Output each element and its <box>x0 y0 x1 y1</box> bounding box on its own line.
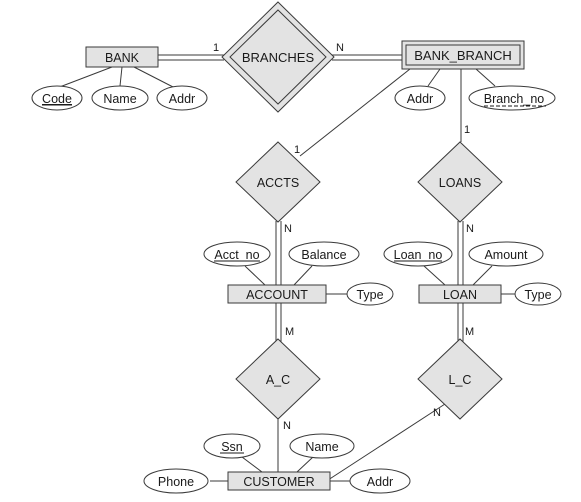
attr-branch-no: Branch_no <box>468 85 556 111</box>
attr-branch-addr: Addr <box>394 85 446 111</box>
relationship-l-c-label: L_C <box>449 373 472 387</box>
cardinality-bank-branches: 1 <box>213 42 219 54</box>
relationship-accts: ACCTS <box>235 141 321 223</box>
entity-account-label: ACCOUNT <box>246 288 308 302</box>
attr-branch-no-label: Branch_no <box>484 92 545 106</box>
attr-loan-no-label: Loan_no <box>394 248 443 262</box>
attr-customer-addr: Addr <box>349 468 411 494</box>
cardinality-lc-customer: N <box>433 407 441 419</box>
line-bank-addr <box>133 66 176 89</box>
attr-loan-no: Loan_no <box>383 241 453 267</box>
line-balance <box>293 265 313 286</box>
attr-account-type-label: Type <box>356 288 383 302</box>
line-loan-no <box>423 265 446 286</box>
attr-account-type: Type <box>346 282 394 306</box>
cardinality-branches-bankbranch: N <box>336 42 344 54</box>
entity-loan: LOAN <box>418 284 502 304</box>
line-branch-no <box>475 68 496 87</box>
cardinality-ac-customer: N <box>283 420 291 432</box>
line-bankbranch-accts <box>299 68 411 157</box>
entity-bank-branch: BANK_BRANCH <box>401 40 525 70</box>
cardinality-labels: 1 N 1 N 1 N M N M N <box>213 42 474 432</box>
line-amount <box>472 265 493 286</box>
entity-customer: CUSTOMER <box>227 471 331 491</box>
attr-balance: Balance <box>288 241 360 267</box>
line-bank-name <box>119 66 123 87</box>
line-bank-code <box>56 66 113 89</box>
line-customer-name <box>296 456 314 473</box>
attr-ssn: Ssn <box>203 433 261 459</box>
attr-bank-addr: Addr <box>156 85 208 111</box>
entity-bank-label: BANK <box>105 51 140 65</box>
attr-customer-addr-label: Addr <box>367 475 393 489</box>
cardinality-accts-account: N <box>284 223 292 235</box>
attr-branch-addr-label: Addr <box>407 92 433 106</box>
attr-ssn-label: Ssn <box>221 440 243 454</box>
cardinality-bankbranch-accts: 1 <box>294 144 300 156</box>
relationship-l-c: L_C <box>417 338 503 420</box>
attr-loan-type-label: Type <box>524 288 551 302</box>
attr-bank-name-label: Name <box>103 92 136 106</box>
cardinality-loans-loan: N <box>466 223 474 235</box>
attr-customer-name-label: Name <box>305 440 338 454</box>
attr-bank-code: Code <box>31 85 83 111</box>
line-lc-customer <box>324 403 446 483</box>
entity-loan-label: LOAN <box>443 288 477 302</box>
entity-account: ACCOUNT <box>227 284 327 304</box>
relationship-a-c-label: A_C <box>266 373 290 387</box>
attr-loan-type: Type <box>514 282 562 306</box>
attr-acct-no-label: Acct_no <box>214 248 259 262</box>
attr-acct-no: Acct_no <box>203 241 271 267</box>
relationship-a-c: A_C <box>235 338 321 420</box>
entity-bank: BANK <box>85 46 159 68</box>
attr-phone: Phone <box>143 468 209 494</box>
entity-bank-branch-label: BANK_BRANCH <box>414 48 512 63</box>
cardinality-bankbranch-loans: 1 <box>464 124 470 136</box>
relationship-accts-label: ACCTS <box>257 176 299 190</box>
line-acct-no <box>244 265 266 286</box>
cardinality-account-ac: M <box>285 326 294 338</box>
line-ssn <box>241 456 263 473</box>
attr-bank-code-label: Code <box>42 92 72 106</box>
cardinality-loan-lc: M <box>465 326 474 338</box>
relationship-loans-label: LOANS <box>439 176 481 190</box>
line-branch-addr <box>427 68 441 87</box>
attr-amount: Amount <box>468 241 544 267</box>
attr-bank-name: Name <box>91 85 149 111</box>
relationship-branches-label: BRANCHES <box>242 50 315 65</box>
attr-bank-addr-label: Addr <box>169 92 195 106</box>
attr-customer-name: Name <box>289 433 355 459</box>
attr-amount-label: Amount <box>484 248 528 262</box>
entity-customer-label: CUSTOMER <box>243 475 314 489</box>
attr-phone-label: Phone <box>158 475 194 489</box>
relationship-branches: BRANCHES <box>221 1 335 113</box>
attr-balance-label: Balance <box>301 248 346 262</box>
relationship-loans: LOANS <box>417 141 503 223</box>
connection-lines <box>56 54 516 483</box>
